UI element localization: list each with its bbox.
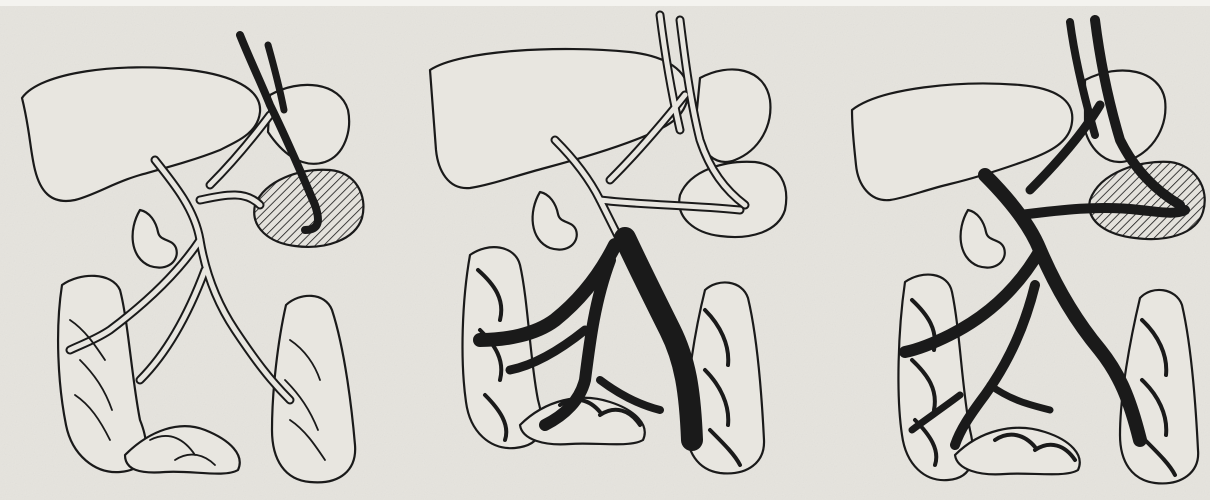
scan-edge [0,0,1210,6]
